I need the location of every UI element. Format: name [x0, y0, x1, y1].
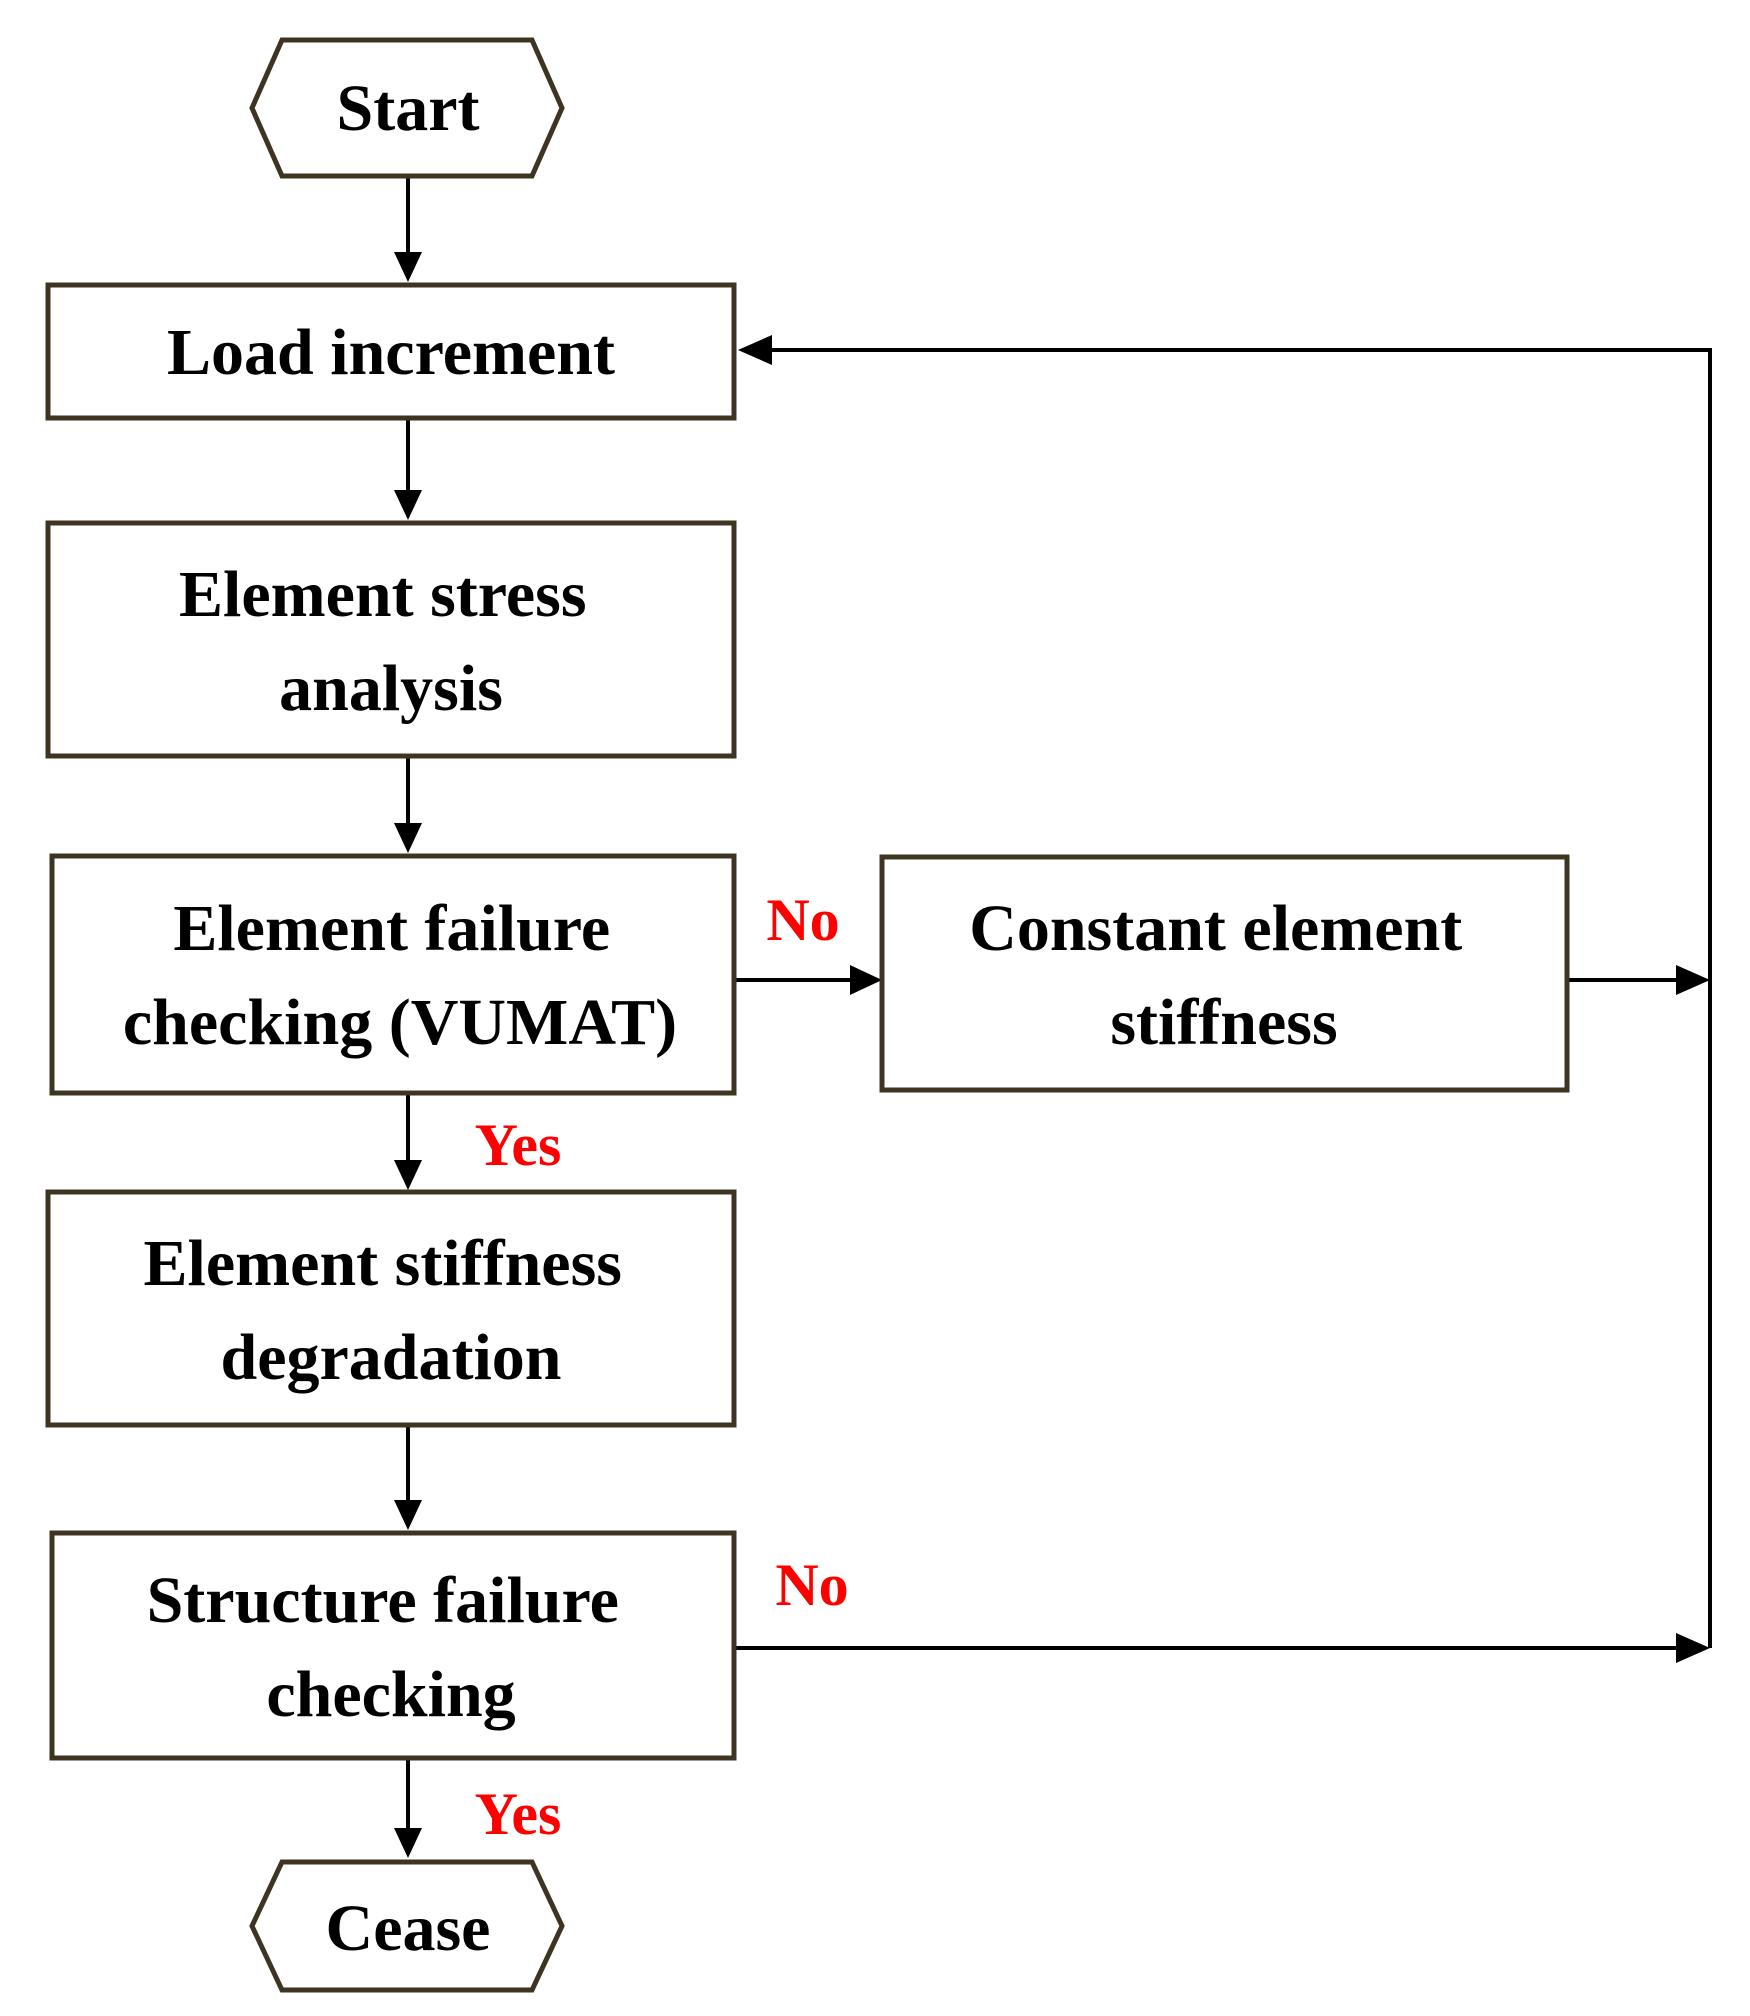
- feedback-loop-line: [770, 348, 1712, 1648]
- stiffness-degradation-label: Element stiffness degradation: [144, 1227, 639, 1394]
- arrowhead-structure-to-feedback: [1676, 1633, 1710, 1663]
- constant-stiffness-box: [879, 854, 1570, 1093]
- structure-check-box: [49, 1530, 737, 1761]
- node-load-increment: Load increment: [45, 282, 737, 421]
- branch-labels: No Yes No Yes: [475, 887, 849, 1847]
- connectors: [394, 178, 1712, 1858]
- arrowhead-failure-to-degradation: [394, 1160, 422, 1190]
- arrowhead-load-to-stress: [394, 490, 422, 520]
- label-failure-no: No: [766, 887, 839, 953]
- start-hexagon: [249, 37, 565, 179]
- label-failure-yes: Yes: [475, 1112, 562, 1178]
- node-cease: Cease: [249, 1859, 565, 1993]
- failure-check-label: Element failure checking (VUMAT): [123, 892, 677, 1059]
- arrowhead-degradation-to-structure: [394, 1500, 422, 1530]
- arrowhead-constant-to-feedback: [1676, 965, 1710, 995]
- failure-check-box: [49, 853, 737, 1096]
- node-constant-stiffness: Constant element stiffness: [879, 854, 1570, 1093]
- node-stiffness-degradation: Element stiffness degradation: [45, 1189, 737, 1428]
- structure-check-label: Structure failure checking: [147, 1564, 636, 1731]
- cease-hexagon: [249, 1859, 565, 1993]
- arrowhead-failure-to-constant: [850, 965, 882, 995]
- constant-stiffness-label: Constant element stiffness: [969, 892, 1479, 1059]
- arrowhead-start-to-load: [394, 252, 422, 282]
- label-structure-no: No: [775, 1552, 848, 1618]
- node-stress-analysis: Element stress analysis: [45, 520, 737, 759]
- arrowhead-structure-to-cease: [394, 1828, 422, 1858]
- stress-analysis-box: [45, 520, 737, 759]
- arrowhead-feedback-to-load: [738, 335, 772, 365]
- stiffness-degradation-box: [45, 1189, 737, 1428]
- node-structure-check: Structure failure checking: [49, 1530, 737, 1761]
- label-structure-yes: Yes: [475, 1781, 562, 1847]
- cease-label: Cease: [326, 1892, 491, 1965]
- load-increment-box: [45, 282, 737, 421]
- load-increment-label: Load increment: [167, 316, 615, 389]
- node-failure-check: Element failure checking (VUMAT): [49, 853, 737, 1096]
- arrowhead-stress-to-failure: [394, 823, 422, 853]
- node-start: Start: [249, 37, 565, 179]
- stress-analysis-label: Element stress analysis: [179, 558, 603, 725]
- start-label: Start: [337, 72, 480, 145]
